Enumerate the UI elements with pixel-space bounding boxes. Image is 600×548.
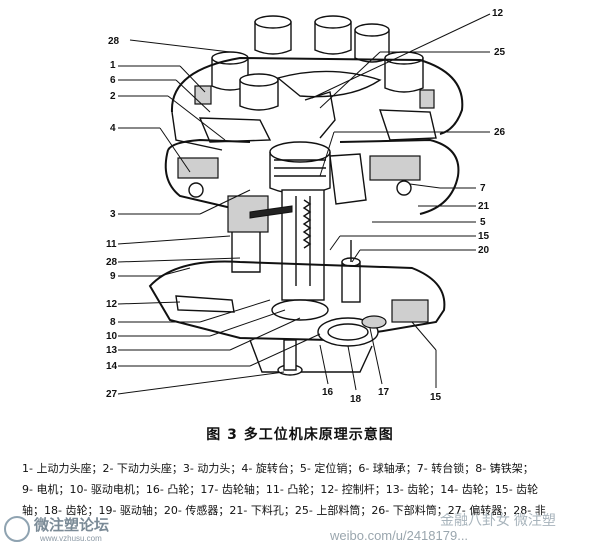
label-20: 20 — [478, 245, 490, 256]
turntable — [164, 138, 460, 215]
base-frame — [148, 260, 446, 373]
label-14: 14 — [106, 361, 118, 372]
label-17: 17 — [378, 387, 390, 398]
part-labels: 28 1 6 2 4 3 11 28 9 12 8 10 13 14 27 16… — [106, 8, 506, 405]
figure-caption: 图 3 多工位机床原理示意图 — [206, 427, 394, 443]
label-28-top: 28 — [108, 36, 120, 47]
label-7: 7 — [480, 183, 486, 194]
upper-head-plate — [170, 56, 464, 151]
label-6: 6 — [110, 75, 116, 86]
label-18: 18 — [350, 394, 362, 405]
watermark-left: 微注塑论坛 — [4, 514, 109, 535]
legend: 1- 上动力头座；2- 下动力头座；3- 动力头；4- 旋转台；5- 定位销；6… — [22, 458, 582, 521]
watermark-right: 金融八卦女 微注塑 — [440, 512, 556, 528]
label-3: 3 — [110, 209, 116, 220]
label-21: 21 — [478, 201, 490, 212]
watermark-left-text: 微注塑论坛 — [34, 517, 110, 534]
legend-line: 1- 上动力头座；2- 下动力头座；3- 动力头；4- 旋转台；5- 定位销；6… — [22, 462, 534, 475]
label-27: 27 — [106, 389, 118, 400]
label-12-top: 12 — [492, 8, 504, 19]
label-25: 25 — [494, 47, 506, 58]
label-15: 15 — [478, 231, 490, 242]
leader-lines — [117, 13, 491, 395]
label-28-mid: 28 — [106, 257, 118, 268]
label-15-bottom: 15 — [430, 392, 442, 403]
label-26: 26 — [494, 127, 506, 138]
label-16: 16 — [322, 387, 334, 398]
machine-diagram: 28 1 6 2 4 3 11 28 9 12 8 10 13 14 27 16… — [106, 8, 506, 405]
watermark-url: weibo.com/u/2418179... — [330, 528, 469, 543]
cam-gears — [271, 299, 387, 376]
label-11: 11 — [106, 239, 117, 250]
label-1: 1 — [110, 60, 116, 71]
label-12-left: 12 — [106, 299, 118, 310]
label-13: 13 — [106, 345, 118, 356]
watermark-left-url: www.vzhusu.com — [40, 534, 102, 543]
label-4: 4 — [110, 123, 116, 134]
right-sensor — [341, 240, 361, 303]
left-spindle — [227, 195, 293, 273]
legend-line: 轴；18- 齿轮；19- 驱动轴；20- 传感器；21- 下料孔；25- 上部料… — [22, 504, 546, 517]
central-column — [269, 141, 331, 301]
label-2: 2 — [110, 91, 116, 102]
label-5: 5 — [480, 217, 486, 228]
label-10: 10 — [106, 331, 118, 342]
watermark-logo-icon — [4, 516, 30, 542]
label-9: 9 — [110, 271, 116, 282]
legend-line: 9- 电机；10- 驱动电机；16- 凸轮；17- 齿轮轴；11- 凸轮；12-… — [22, 483, 539, 496]
label-8: 8 — [110, 317, 116, 328]
